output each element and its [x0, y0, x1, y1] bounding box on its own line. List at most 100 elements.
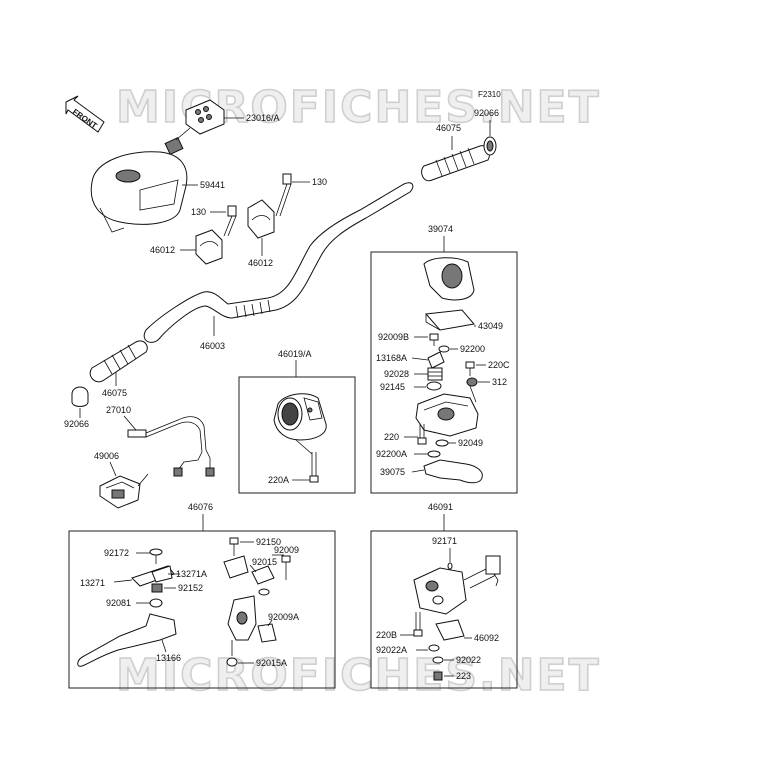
bolt-130-right — [275, 173, 292, 217]
box-46019a — [238, 376, 356, 494]
label-13271a: 13271A — [176, 569, 207, 579]
lever-39075 — [423, 459, 483, 484]
label-220a: 220A — [268, 475, 289, 485]
washer-92200 — [438, 345, 450, 353]
label-13168a: 13168A — [376, 353, 407, 363]
label-220b: 220B — [376, 630, 397, 640]
bolt-92015a — [226, 640, 238, 667]
label-46075-right: 46075 — [436, 123, 461, 133]
nut-312 — [466, 377, 478, 387]
bracket-92015 — [251, 565, 275, 585]
label-92022: 92022 — [456, 655, 481, 665]
label-46075-left: 46075 — [102, 388, 127, 398]
label-92145: 92145 — [380, 382, 405, 392]
washer-92049 — [435, 439, 449, 447]
box-46091 — [370, 530, 518, 689]
clamp-46012-left — [195, 229, 223, 265]
label-312: 312 — [492, 377, 507, 387]
label-92150: 92150 — [256, 537, 281, 547]
label-92009a: 92009A — [268, 612, 299, 622]
nut-92152 — [151, 583, 163, 593]
figure-code: F2310 — [478, 90, 501, 99]
ring-92145 — [426, 381, 442, 391]
label-220c: 220C — [488, 360, 510, 370]
label-92066-left: 92066 — [64, 419, 89, 429]
bolt-92150 — [229, 537, 239, 556]
bolt-130-left — [223, 205, 237, 237]
bolt-220c — [465, 361, 475, 376]
label-46076: 46076 — [188, 502, 213, 512]
label-46092: 46092 — [474, 633, 499, 643]
bolt-92009 — [281, 555, 291, 580]
bolt-220 — [417, 424, 427, 445]
label-92200: 92200 — [460, 344, 485, 354]
box-46076 — [68, 530, 336, 689]
front-arrow-icon: FRONT — [65, 95, 105, 133]
label-92015: 92015 — [252, 557, 277, 567]
label-27010: 27010 — [106, 405, 131, 415]
bolt-92172 — [149, 548, 163, 564]
bracket-13271a — [151, 565, 173, 583]
washer-92022a — [428, 644, 440, 652]
handlebar-46003 — [143, 182, 414, 343]
label-43049: 43049 — [478, 321, 503, 331]
clamp-46012-right — [247, 199, 275, 239]
cover-39074 — [423, 257, 475, 301]
label-92081: 92081 — [106, 598, 131, 608]
cover-43049 — [424, 309, 475, 331]
label-46003: 46003 — [200, 341, 225, 351]
washer-92022 — [432, 656, 444, 664]
label-130-left: 130 — [191, 207, 206, 217]
cover-59441 — [90, 151, 188, 233]
label-92200a: 92200A — [376, 449, 407, 459]
label-92172: 92172 — [104, 548, 129, 558]
grip-46075-left — [89, 340, 148, 383]
label-92171: 92171 — [432, 536, 457, 546]
bracket-46092 — [435, 619, 465, 641]
screw-92009b — [429, 333, 439, 346]
label-39074: 39074 — [428, 224, 453, 234]
label-49006: 49006 — [94, 451, 119, 461]
label-46012-left: 46012 — [150, 245, 175, 255]
label-92152: 92152 — [178, 583, 203, 593]
bracket-13168a — [427, 351, 445, 369]
label-223: 223 — [456, 671, 471, 681]
washer-92200a — [427, 450, 441, 458]
end-cap-92066-right — [483, 136, 497, 156]
screw-220b — [413, 612, 423, 637]
label-59441: 59441 — [200, 180, 225, 190]
screw-223 — [433, 671, 443, 681]
switch-49006 — [99, 473, 149, 509]
label-39075: 39075 — [380, 467, 405, 477]
switch-housing-46019a — [273, 393, 327, 441]
spring-92028 — [427, 367, 443, 381]
grip-46075-right — [421, 145, 491, 182]
label-92028: 92028 — [384, 369, 409, 379]
label-92009: 92009 — [274, 545, 299, 555]
label-23016a: 23016/A — [246, 113, 280, 123]
label-46019a: 46019/A — [278, 349, 312, 359]
label-92015a: 92015A — [256, 658, 287, 668]
washer-small — [258, 588, 270, 596]
label-130-right: 130 — [312, 177, 327, 187]
label-92022a: 92022A — [376, 645, 407, 655]
connector-92171 — [447, 548, 453, 570]
throttle-housing — [415, 385, 479, 437]
screw-220a — [309, 452, 319, 483]
end-cap-92066-left — [71, 386, 89, 407]
clamp-92009a — [257, 623, 277, 643]
switch-23016a — [164, 99, 225, 156]
label-13271: 13271 — [80, 578, 105, 588]
box-39074 — [370, 251, 518, 494]
label-220: 220 — [384, 432, 399, 442]
lever-13166 — [77, 613, 177, 667]
cable-27010 — [127, 416, 215, 477]
switch-housing-46091 — [413, 555, 501, 615]
switch-bracket — [223, 555, 249, 579]
label-46091: 46091 — [428, 502, 453, 512]
watermark-bottom-fill: MICROFICHES.NET — [116, 650, 601, 701]
label-92009b: 92009B — [378, 332, 409, 342]
watermark-bottom: MICROFICHES.NET — [116, 650, 601, 701]
label-92049: 92049 — [458, 438, 483, 448]
